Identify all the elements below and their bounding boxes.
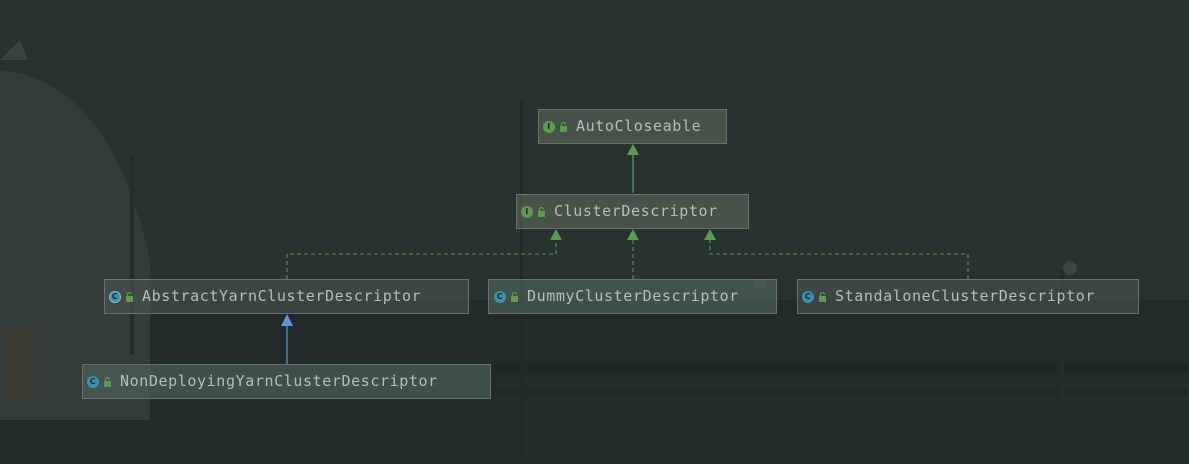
- arrowhead-clusterdescriptor-left: [550, 229, 562, 240]
- node-label: StandaloneClusterDescriptor: [835, 287, 1096, 305]
- public-lock-icon: [537, 206, 546, 217]
- node-label: ClusterDescriptor: [554, 202, 718, 220]
- edge-abstractyarn-clusterdescriptor: [286, 240, 557, 279]
- arrowhead-clusterdescriptor-center: [627, 229, 639, 240]
- node-abstractyarnclusterdescriptor[interactable]: C AbstractYarnClusterDescriptor: [104, 279, 469, 314]
- node-label: DummyClusterDescriptor: [527, 287, 739, 305]
- interface-icon: I: [543, 120, 555, 133]
- arrowhead-clusterdescriptor-right: [704, 229, 716, 240]
- public-lock-icon: [103, 376, 112, 387]
- interface-icon: I: [521, 205, 533, 218]
- arrowhead-autocloseable: [627, 144, 639, 155]
- class-icon: C: [802, 290, 814, 303]
- node-dummyclusterdescriptor[interactable]: C DummyClusterDescriptor: [488, 279, 777, 314]
- node-autocloseable[interactable]: I AutoCloseable: [538, 109, 727, 144]
- node-label: AutoCloseable: [576, 117, 702, 135]
- node-label: AbstractYarnClusterDescriptor: [142, 287, 422, 305]
- public-lock-icon: [559, 121, 568, 132]
- public-lock-icon: [818, 291, 827, 302]
- edge-standalone-clusterdescriptor: [709, 240, 969, 279]
- node-nondeployingyarnclusterdescriptor[interactable]: C NonDeployingYarnClusterDescriptor: [82, 364, 491, 399]
- abstract-class-icon: C: [109, 290, 121, 303]
- arrowhead-abstractyarn: [281, 314, 293, 326]
- class-icon: C: [87, 375, 99, 388]
- node-standaloneclusterdescriptor[interactable]: C StandaloneClusterDescriptor: [797, 279, 1139, 314]
- public-lock-icon: [125, 291, 134, 302]
- public-lock-icon: [510, 291, 519, 302]
- class-icon: C: [494, 290, 506, 303]
- node-clusterdescriptor[interactable]: I ClusterDescriptor: [516, 194, 749, 229]
- node-label: NonDeployingYarnClusterDescriptor: [120, 372, 438, 390]
